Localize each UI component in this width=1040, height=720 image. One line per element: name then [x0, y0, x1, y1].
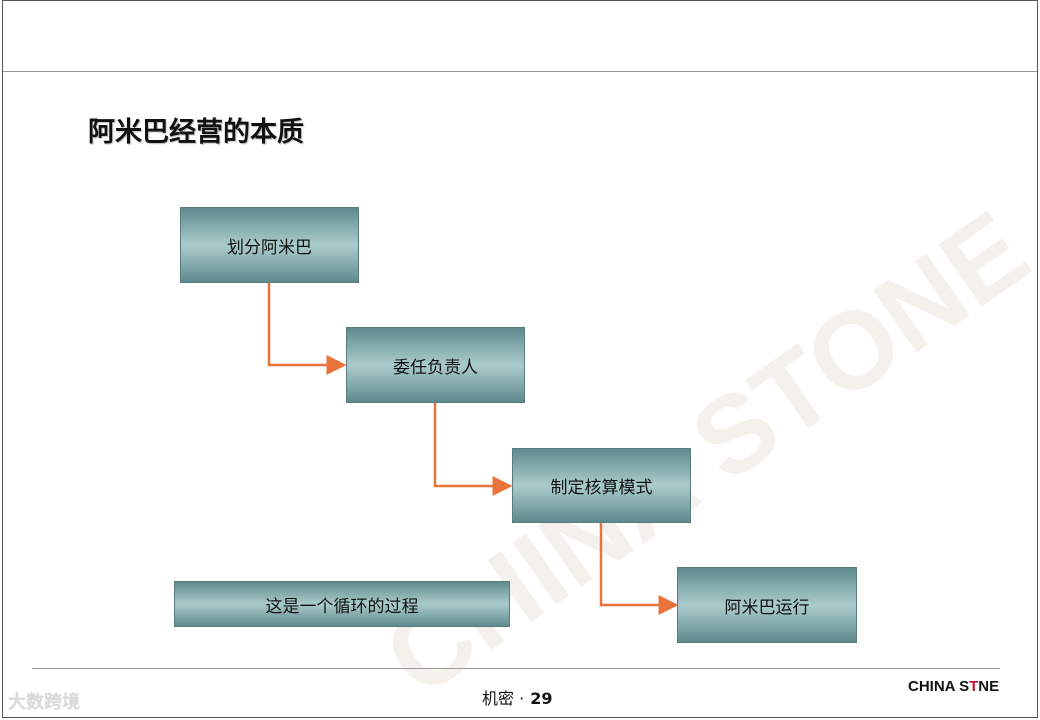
confidential-label: 机密 · [482, 689, 525, 708]
step-box-1: 划分阿米巴 [180, 207, 359, 283]
connector-1 [267, 283, 347, 375]
corner-watermark-text: 大数跨境 [8, 692, 80, 713]
page-title: 阿米巴经营的本质 [88, 117, 304, 148]
step-label-4: 阿米巴运行 [724, 597, 810, 618]
connector-2 [433, 403, 513, 496]
step-box-3: 制定核算模式 [512, 448, 691, 523]
connector-3 [599, 523, 679, 615]
header-rule [3, 71, 1037, 72]
step-box-2: 委任负责人 [346, 327, 525, 403]
footer-rule [32, 668, 1000, 669]
corner-watermark: 大数跨境 [8, 688, 80, 714]
footer-confidential: 机密 · 29 [482, 685, 552, 709]
step-label-3: 制定核算模式 [550, 478, 653, 498]
cycle-note-label: 这是一个循环的过程 [265, 596, 419, 617]
company-logo: CHINA STNE [908, 678, 1000, 695]
cycle-note-box: 这是一个循环的过程 [174, 581, 510, 627]
page-number: 29 [530, 689, 553, 708]
step-label-2: 委任负责人 [393, 357, 478, 378]
step-box-4: 阿米巴运行 [677, 567, 857, 643]
step-label-1: 划分阿米巴 [227, 237, 312, 258]
